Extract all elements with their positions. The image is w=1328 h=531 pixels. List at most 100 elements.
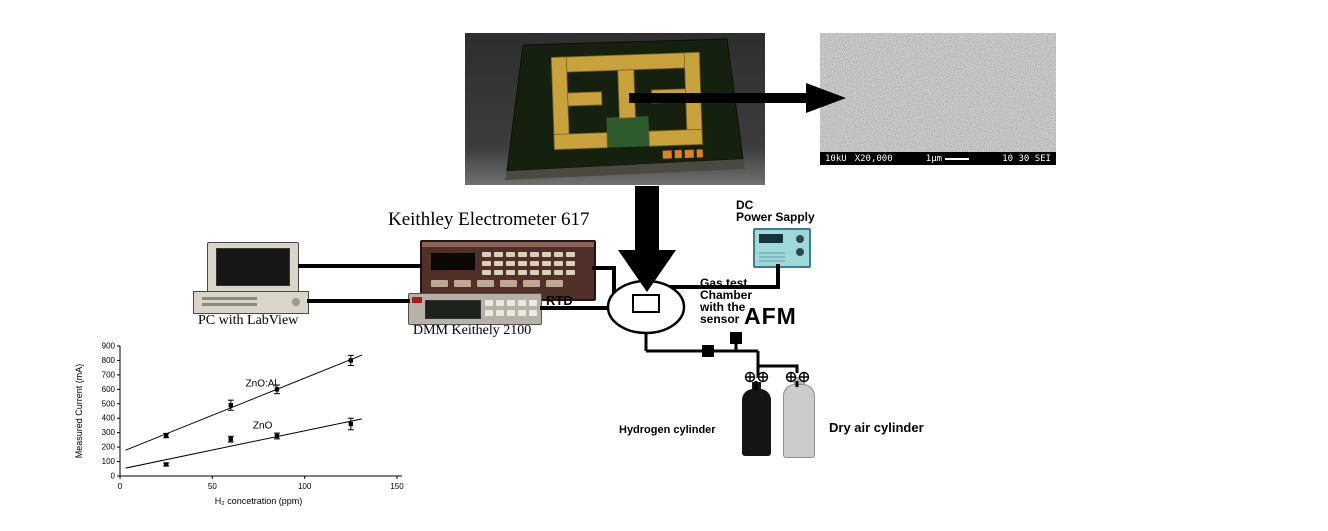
dmm-brand-mark [412, 297, 422, 303]
trend-line [125, 354, 363, 451]
pc-label: PC with LabView [198, 313, 299, 328]
y-tick-label: 0 [111, 472, 116, 481]
instrument-key [496, 310, 504, 316]
chamber-label-line: Chamber [700, 288, 753, 302]
instrument-key [494, 261, 503, 266]
instrument-key [566, 270, 575, 275]
sensor-chip-photo [465, 33, 765, 185]
data-point [274, 387, 280, 392]
instrument-key [506, 261, 515, 266]
instrument-key [566, 261, 575, 266]
afm-label: AFM [744, 303, 797, 329]
rtd-label: RTD [546, 293, 573, 308]
dmm-keithley-2100 [408, 293, 542, 325]
dry-air-cylinder-label: Dry air cylinder [829, 420, 924, 435]
chip-marking [662, 149, 703, 159]
sem-image-texture [820, 33, 1056, 152]
instrument-key [518, 300, 526, 306]
instrument-key [518, 252, 527, 257]
valve-1 [702, 345, 714, 357]
chamber-label-line: Gas test [700, 276, 748, 290]
y-tick-label: 100 [102, 457, 116, 466]
hydrogen-cylinder-label: Hydrogen cylinder [619, 424, 716, 436]
y-tick-label: 800 [102, 356, 116, 365]
instrument-key [494, 252, 503, 257]
instrument-key [506, 270, 515, 275]
instrument-key [431, 280, 448, 287]
dc-supply-label-line2: Power Sapply [736, 210, 815, 224]
valve-2 [730, 332, 742, 344]
sem-scale-label: 1μm [925, 153, 943, 164]
instrument-key [554, 261, 563, 266]
data-point [274, 433, 280, 439]
instrument-key [523, 280, 540, 287]
data-point [228, 436, 233, 442]
instrument-key [542, 261, 551, 266]
instrument-key [542, 252, 551, 257]
instrument-key [454, 280, 471, 287]
sensing-film [606, 116, 650, 148]
instrument-key [518, 310, 526, 316]
y-tick-label: 900 [102, 342, 116, 351]
instrument-key [482, 261, 491, 266]
instrument-key [477, 280, 494, 287]
instrument-key [530, 261, 539, 266]
chamber-label-line: sensor [700, 312, 740, 326]
instrument-key [485, 310, 493, 316]
chamber-label: Gas test Chamber with the sensor [700, 277, 752, 325]
y-tick-label: 500 [102, 399, 116, 408]
sem-scale: 1μm [925, 153, 970, 164]
y-tick-label: 700 [102, 370, 116, 379]
instrument-key [507, 310, 515, 316]
y-axis-label: Measured Current (mA) [74, 364, 84, 459]
instrument-key [530, 270, 539, 275]
pipe-to-dryair [758, 364, 799, 373]
dc-power-supply [753, 228, 811, 268]
sem-magnification: X20,000 [854, 153, 893, 164]
x-tick-label: 50 [208, 482, 217, 491]
x-tick-label: 0 [118, 482, 123, 491]
sem-code: 10 30 SEI [1002, 153, 1051, 164]
instrument-key [506, 252, 515, 257]
trend-line [125, 418, 363, 469]
x-tick-label: 100 [298, 482, 312, 491]
chamber-label-line: with the [700, 300, 746, 314]
electrometer-top-strip [422, 242, 594, 247]
instrument-key [546, 280, 563, 287]
instrument-key [482, 270, 491, 275]
data-point [348, 358, 354, 363]
y-tick-label: 300 [102, 428, 116, 437]
chip-photo-graphic [465, 33, 765, 185]
dmm-label: DMM Keithely 2100 [413, 323, 532, 338]
hydrogen-regulator [744, 371, 769, 383]
electrometer-display [431, 253, 475, 270]
instrument-key [507, 300, 515, 306]
dc-supply-label: DC Power Sapply [736, 199, 815, 223]
dc-supply-knob [796, 235, 804, 243]
series-label: ZnO:Al [246, 378, 277, 389]
data-point [348, 421, 354, 427]
x-tick-label: 150 [390, 482, 404, 491]
dc-supply-label-line1: DC [736, 198, 754, 212]
chip-edge [505, 159, 745, 180]
pc-power-button [292, 298, 300, 306]
arrow-chip-to-chamber [618, 186, 676, 292]
instrument-key [530, 252, 539, 257]
dmm-keypad [485, 300, 537, 316]
y-tick-label: 200 [102, 443, 116, 452]
y-tick-label: 600 [102, 385, 116, 394]
sensor-in-chamber [632, 294, 660, 313]
instrument-key [529, 310, 537, 316]
sem-scale-bar [945, 157, 970, 160]
keithley-electrometer-617 [420, 240, 596, 301]
instrument-key [494, 270, 503, 275]
sem-info-bar: 10kU X20,000 1μm 10 30 SEI [820, 152, 1056, 165]
electrometer-keypad-lower [431, 280, 583, 290]
instrument-key [566, 252, 575, 257]
instrument-key [554, 270, 563, 275]
instrument-key [500, 280, 517, 287]
instrument-key [496, 300, 504, 306]
dry-air-cylinder [783, 384, 815, 458]
